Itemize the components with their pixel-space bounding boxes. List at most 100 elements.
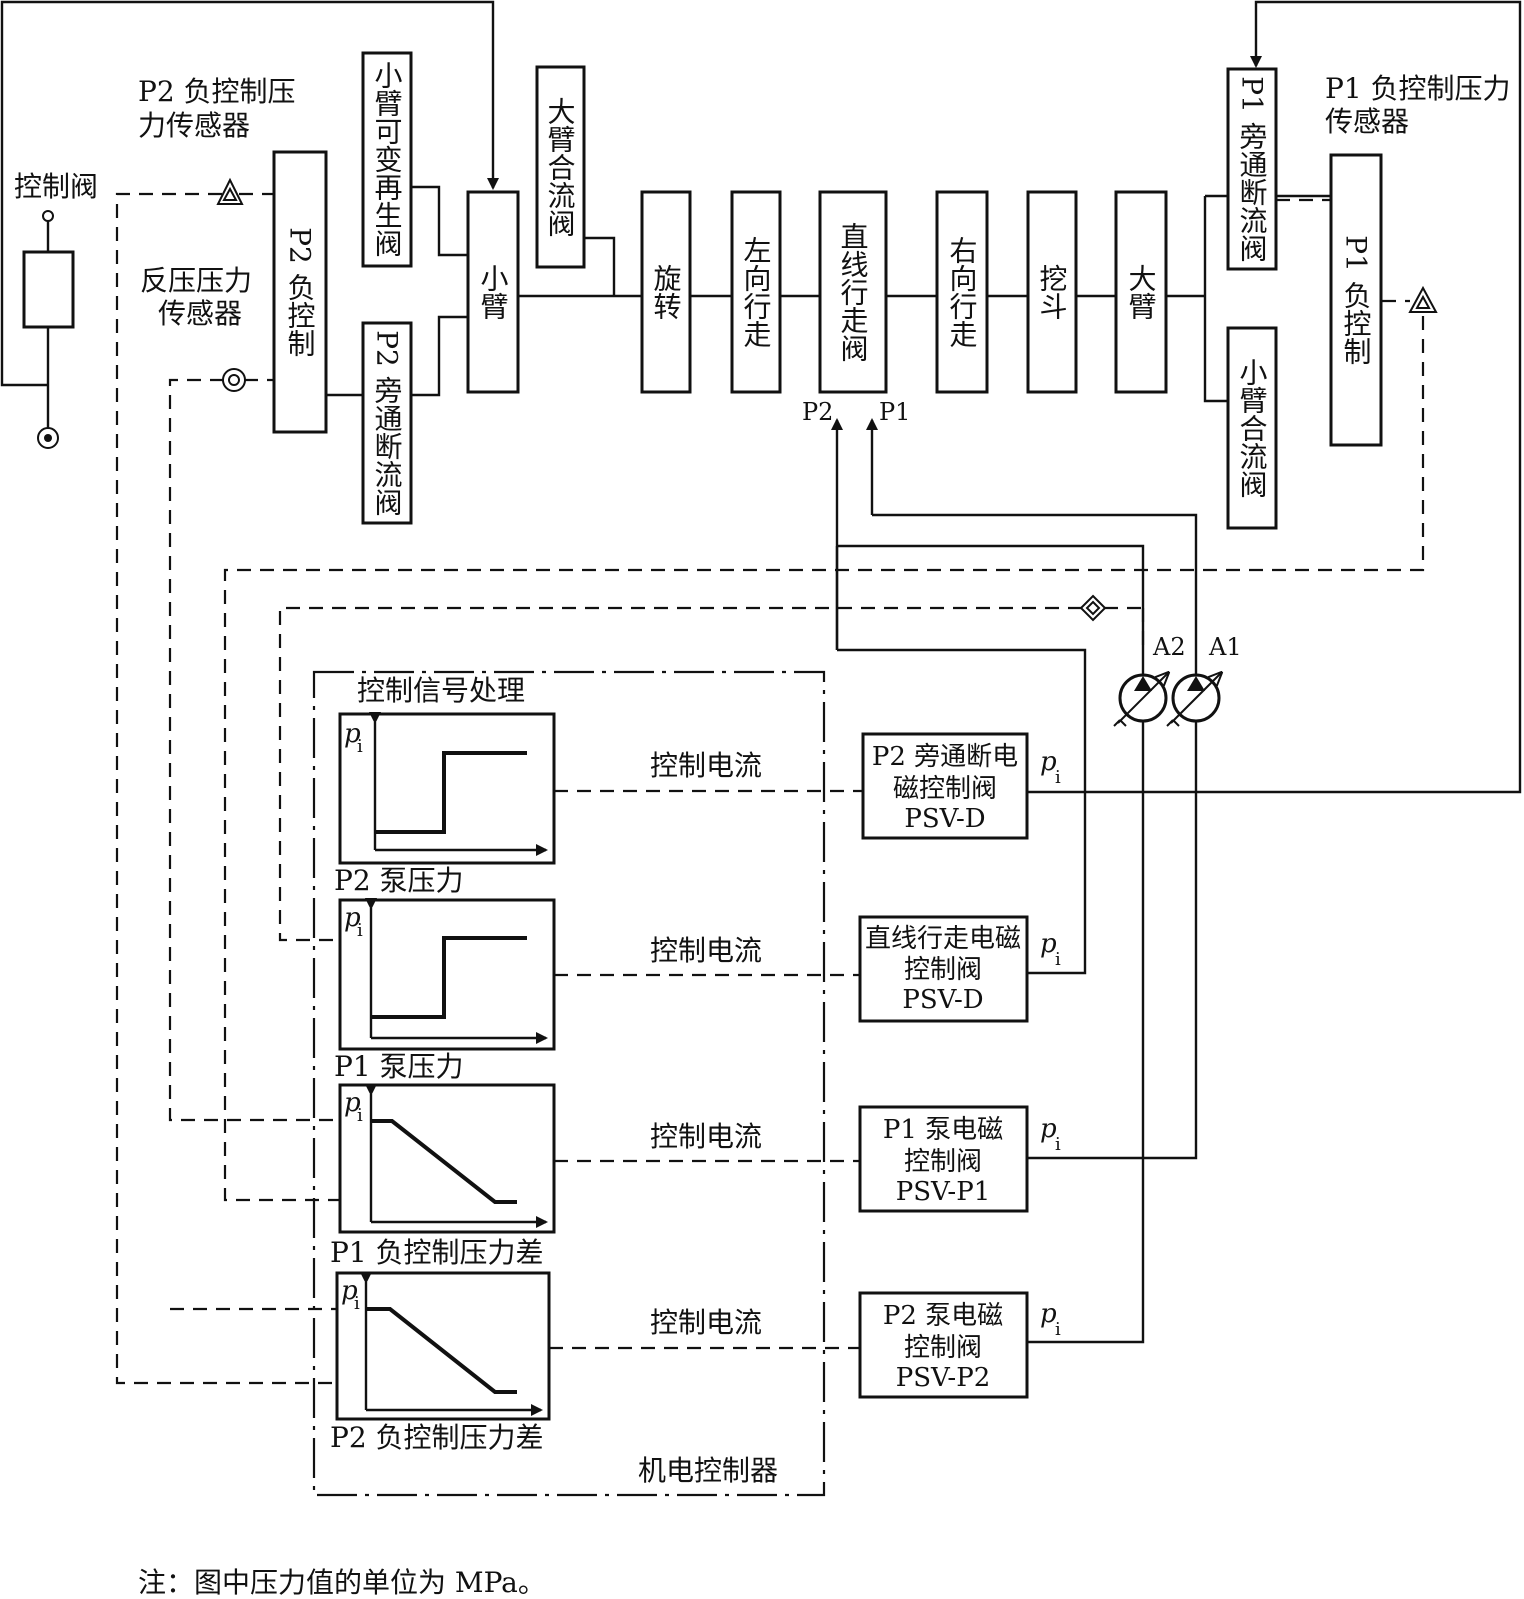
port-p1-label: P1: [879, 398, 910, 426]
svg-text:p: p: [1040, 1114, 1057, 1144]
svg-text:PSV-D: PSV-D: [902, 985, 983, 1015]
solenoid-straight-travel: 直线行走电磁 控制阀 PSV-D: [858, 915, 1029, 1023]
svg-text:直线行走电磁: 直线行走电磁: [865, 924, 1021, 954]
svg-text:P1 旁通断流阀: P1 旁通断流阀: [1236, 76, 1269, 262]
graph-p2-neg-control-diff: p i P2 负控制压力差: [330, 1271, 551, 1454]
valve-p2-neg-control: P2 负控制: [272, 150, 328, 434]
svg-text:PSV-P2: PSV-P2: [896, 1363, 991, 1393]
valve-bucket: 挖斗: [1026, 190, 1078, 394]
graph-p1-pump-pressure: p i P1 泵压力: [334, 898, 556, 1083]
pump-a2-icon: [1113, 673, 1168, 727]
back-pressure-sensor-label-line2: 传感器: [158, 297, 242, 330]
svg-text:控制阀: 控制阀: [904, 1333, 982, 1363]
svg-text:i: i: [1055, 949, 1061, 970]
control-valve-symbol: [22, 210, 75, 449]
solenoid-p1-pump: P1 泵电磁 控制阀 PSV-P1: [858, 1105, 1029, 1213]
solenoid-p2-pump: P2 泵电磁 控制阀 PSV-P2: [858, 1291, 1029, 1399]
p1-neg-sensor-label-line1: P1 负控制压力: [1325, 72, 1511, 105]
svg-text:磁控制阀: 磁控制阀: [893, 774, 997, 804]
pump-a1-label: A1: [1208, 633, 1242, 661]
control-valve-label: 控制阀: [14, 170, 98, 203]
solenoid-p2-bypass: P2 旁通断电 磁控制阀 PSV-D: [861, 732, 1029, 840]
valve-arm-regen: 小臂可变再生阀: [361, 51, 413, 268]
valve-boom: 大臂: [1114, 190, 1168, 394]
svg-text:右向行走: 右向行走: [946, 236, 979, 348]
graph-label: P2 负控制压力差: [330, 1421, 544, 1454]
p2-neg-control-sensor-icon: [216, 177, 244, 205]
port-p2-label: P2: [802, 398, 833, 426]
back-pressure-sensor-label-line1: 反压压力: [140, 264, 252, 297]
control-current-label: 控制电流: [650, 1120, 762, 1153]
graph-p1-neg-control-diff: p i P1 负控制压力差: [330, 1083, 556, 1269]
svg-text:小臂可变再生阀: 小臂可变再生阀: [371, 61, 404, 257]
p1-neg-sensor-label-line2: 传感器: [1325, 105, 1409, 138]
valve-arm: 小臂: [466, 190, 520, 394]
svg-text:P2 负控制: P2 负控制: [284, 227, 317, 357]
svg-text:i: i: [1055, 1319, 1061, 1340]
valve-straight-travel: 直线行走阀: [818, 190, 888, 394]
svg-text:大臂: 大臂: [1125, 264, 1158, 320]
straight-travel-pressure-sensor-icon: [1079, 594, 1107, 622]
svg-text:P1 泵电磁: P1 泵电磁: [883, 1115, 1003, 1145]
valve-travel-right: 右向行走: [935, 190, 989, 394]
pi-label-solenoid-1: p i: [1040, 747, 1061, 788]
graph-p2-pump-pressure: p i P2 泵压力: [334, 712, 556, 897]
svg-text:左向行走: 左向行走: [740, 236, 773, 348]
svg-text:i: i: [1055, 767, 1061, 788]
pi-subscript: i: [354, 1293, 360, 1314]
hydraulic-lines: [0, 0, 1522, 1344]
graph-label: P1 负控制压力差: [330, 1236, 544, 1269]
svg-text:P2 泵电磁: P2 泵电磁: [883, 1301, 1003, 1331]
control-current-label: 控制电流: [650, 934, 762, 967]
svg-text:PSV-D: PSV-D: [904, 804, 985, 834]
svg-text:P2 旁通断电: P2 旁通断电: [872, 742, 1018, 772]
pi-symbol: p: [344, 903, 361, 933]
signal-lines: [115, 192, 1425, 1385]
svg-text:旋转: 旋转: [650, 264, 683, 320]
pi-subscript: i: [357, 736, 363, 757]
pi-symbol: p: [344, 719, 361, 749]
pi-label-solenoid-4: p i: [1040, 1299, 1061, 1340]
pi-subscript: i: [357, 1105, 363, 1126]
valve-p1-bypass-cut: P1 旁通断流阀: [1226, 67, 1278, 271]
svg-text:p: p: [1040, 747, 1057, 777]
pi-label-solenoid-2: p i: [1040, 929, 1061, 970]
back-pressure-sensor-icon: [222, 368, 246, 392]
footnote: 注：图中压力值的单位为 MPa。: [138, 1566, 546, 1599]
valve-p1-neg-control: P1 负控制: [1329, 153, 1383, 447]
svg-text:p: p: [1040, 929, 1057, 959]
p1-neg-control-sensor-icon: [1408, 285, 1438, 313]
control-current-label: 控制电流: [650, 749, 762, 782]
svg-text:i: i: [1055, 1134, 1061, 1155]
pi-symbol: p: [344, 1088, 361, 1118]
svg-text:挖斗: 挖斗: [1036, 264, 1069, 320]
pump-a2-label: A2: [1152, 633, 1186, 661]
valve-p2-bypass-cut: P2 旁通断流阀: [361, 321, 413, 525]
svg-text:控制阀: 控制阀: [904, 1147, 982, 1177]
processing-title: 控制信号处理: [357, 674, 525, 707]
graph-label: P1 泵压力: [334, 1050, 464, 1083]
svg-text:小臂合流阀: 小臂合流阀: [1236, 358, 1269, 498]
p2-neg-sensor-label-line2: 力传感器: [138, 109, 250, 142]
svg-text:p: p: [1040, 1299, 1057, 1329]
svg-text:小臂: 小臂: [477, 264, 510, 320]
controller-name: 机电控制器: [638, 1454, 778, 1487]
svg-text:大臂合流阀: 大臂合流阀: [544, 97, 577, 237]
pi-subscript: i: [357, 920, 363, 941]
valve-travel-left: 左向行走: [730, 190, 782, 394]
svg-text:P1 负控制: P1 负控制: [1340, 235, 1373, 365]
control-current-label: 控制电流: [650, 1306, 762, 1339]
svg-text:控制阀: 控制阀: [904, 955, 982, 985]
pi-symbol: p: [341, 1276, 358, 1306]
valve-arm-merge: 小臂合流阀: [1226, 326, 1278, 530]
pi-label-solenoid-3: p i: [1040, 1114, 1061, 1155]
svg-text:直线行走阀: 直线行走阀: [837, 222, 870, 362]
valve-swing: 旋转: [640, 190, 692, 394]
svg-text:P2 旁通断流阀: P2 旁通断流阀: [371, 330, 404, 516]
svg-text:PSV-P1: PSV-P1: [896, 1177, 991, 1207]
valve-boom-merge: 大臂合流阀: [535, 65, 586, 269]
p2-neg-sensor-label-line1: P2 负控制压: [138, 75, 296, 108]
graph-label: P2 泵压力: [334, 864, 464, 897]
electromechanical-controller-border: [312, 670, 826, 1497]
